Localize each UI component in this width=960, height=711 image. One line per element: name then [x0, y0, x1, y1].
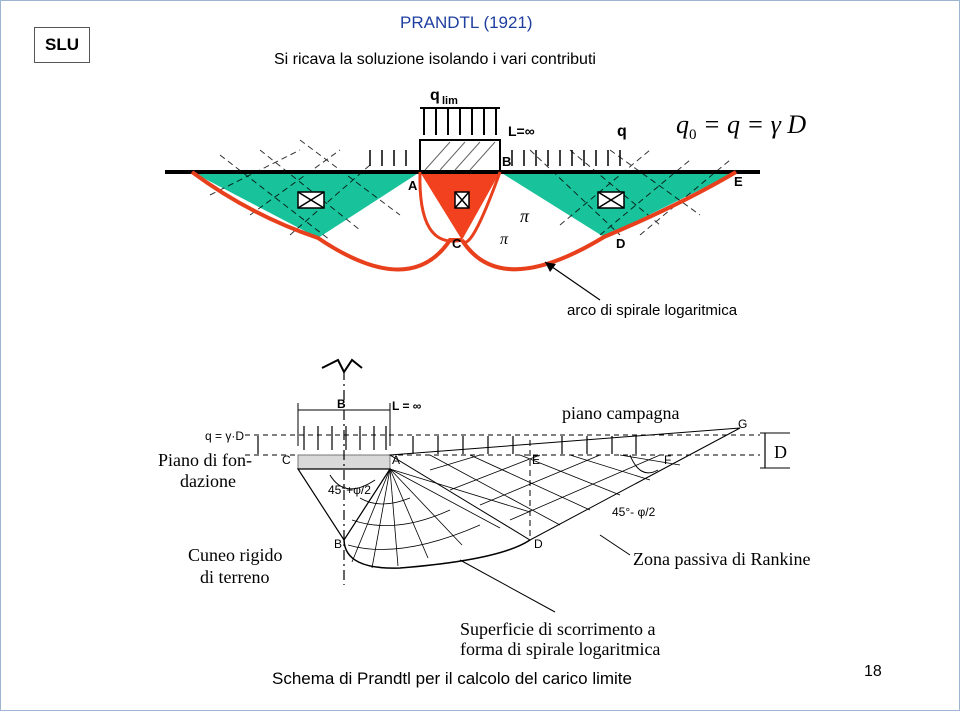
label-angle-left: 45°+φ/2	[328, 483, 371, 497]
fan-zone	[343, 468, 531, 569]
spiral-leader	[544, 261, 601, 301]
footing-hatch	[424, 141, 496, 171]
label-F: F	[664, 453, 671, 467]
label-piano-fondazione-2: dazione	[180, 471, 236, 491]
rankine-zone	[388, 427, 741, 541]
spiral-curve-left	[190, 170, 462, 272]
label-q-top: q	[617, 123, 627, 140]
formula-rest: = q = γ D	[696, 110, 807, 139]
label-E-bottom: E	[532, 453, 540, 467]
label-qlim-sub: lim	[442, 95, 458, 107]
label-A-top: A	[408, 178, 418, 193]
qlim-arrows	[420, 107, 500, 135]
rankine-grid	[429, 454, 681, 526]
footing	[419, 139, 501, 173]
wedge-markers	[297, 191, 625, 209]
angle-arc-left	[329, 474, 376, 490]
label-pi-2: π	[500, 231, 509, 248]
formula-q0: q0 = q = γ D	[676, 110, 806, 144]
label-piano-campagna: piano campagna	[562, 403, 680, 423]
formula-sub: 0	[689, 127, 697, 144]
label-rankine: Zona passiva di Rankine	[633, 549, 811, 569]
sliding-surface	[343, 539, 531, 569]
spiral-curve-right	[460, 170, 738, 272]
footing-arrows	[303, 426, 387, 450]
leader-rankine	[599, 534, 631, 556]
label-piano-fondazione-1: Piano di fon-	[158, 450, 252, 470]
label-B-top: B	[502, 154, 511, 169]
label-L-top: L=∞	[508, 123, 535, 139]
spiral-fan-left	[418, 171, 463, 243]
label-cuneo-1: Cuneo rigido	[188, 545, 283, 565]
surcharge-arrows-bottom	[257, 436, 637, 454]
label-D-top: D	[616, 236, 625, 251]
axis-symbol	[321, 358, 363, 374]
label-spiral-note: arco di spirale logaritmica	[567, 302, 738, 319]
label-A-bottom: A	[392, 453, 400, 467]
label-cuneo-2: di terreno	[200, 567, 270, 587]
label-C-top: C	[452, 236, 462, 251]
label-pi: π	[520, 206, 530, 226]
slide-caption: Schema di Prandtl per il calcolo del car…	[272, 669, 632, 688]
slide-tag: SLU	[34, 27, 90, 63]
slide-title: PRANDTL (1921)	[400, 13, 533, 32]
label-D-dim: D	[774, 442, 787, 462]
label-C-bottom: C	[282, 453, 291, 467]
label-q-bottom: q = γ·D	[205, 429, 244, 443]
label-L-bottom: L = ∞	[392, 399, 421, 413]
angle-arc-right	[629, 454, 659, 474]
label-G: G	[738, 417, 747, 431]
slide-subtitle: Si ricava la soluzione isolando i vari c…	[274, 51, 596, 68]
spiral-fan-right	[460, 171, 502, 244]
surcharge-arrows	[369, 150, 621, 166]
label-B-dim: B	[337, 397, 346, 411]
label-B-bottom: B	[334, 537, 342, 551]
formula-q: q	[676, 110, 689, 139]
label-D-bottom: D	[534, 537, 543, 551]
leader-superficie	[459, 559, 556, 613]
label-angle-right: 45°- φ/2	[612, 505, 656, 519]
label-qlim: q	[430, 87, 440, 104]
spiral-leader-head	[545, 262, 556, 272]
page-number: 18	[864, 663, 882, 680]
label-superficie-1: Superficie di scorrimento a	[460, 619, 656, 639]
construction-lines	[209, 139, 731, 241]
label-superficie-2: forma di spirale logaritmica	[460, 639, 661, 659]
label-E-top: E	[734, 174, 743, 189]
